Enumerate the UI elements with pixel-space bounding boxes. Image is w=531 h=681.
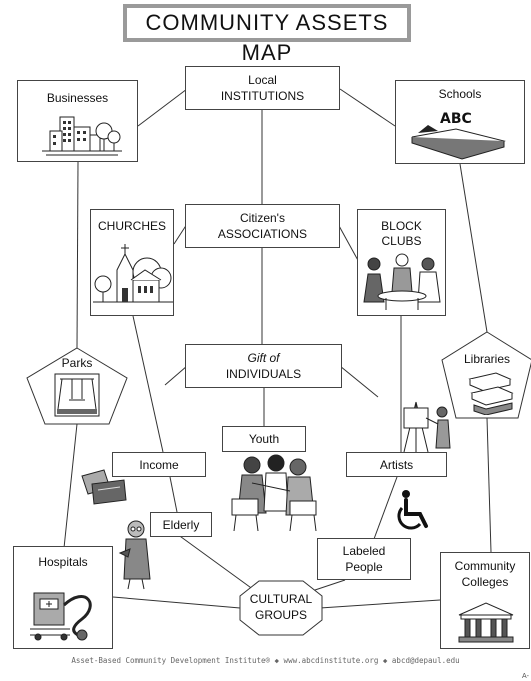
community-colleges-line1: Community (454, 559, 516, 573)
book-abc-icon: ABC (411, 111, 506, 160)
citizens-associations-line1: Citizen's (240, 211, 285, 225)
citizens-associations-line2: ASSOCIATIONS (217, 227, 308, 241)
community-colleges-line2: Colleges (461, 575, 509, 589)
libraries-label: Libraries (463, 352, 511, 366)
page-title: COMMUNITY ASSETS MAP (123, 4, 411, 65)
artists-label: Artists (379, 458, 414, 472)
cultural-groups-line1: CULTURAL (249, 592, 313, 606)
elderly-label: Elderly (162, 518, 200, 532)
swing-set-icon (54, 373, 100, 417)
gift-of-individuals-line2: INDIVIDUALS (225, 367, 302, 381)
income-label: Income (139, 458, 179, 472)
youth-musicians-icon (231, 454, 317, 532)
college-building-icon (458, 602, 514, 643)
elderly-box: Elderly (150, 512, 212, 537)
block-clubs-line2: CLUBS (381, 234, 422, 248)
elderly-woman-icon (118, 520, 151, 590)
youth-box: Youth (222, 426, 306, 452)
block-clubs-box: BLOCK CLUBS (357, 209, 446, 316)
books-stack-icon (468, 372, 514, 415)
artist-easel-icon (403, 401, 451, 453)
schools-box: Schools ABC (395, 80, 525, 164)
income-box: Income (112, 452, 206, 477)
gift-of-individuals-line1: Gift of (247, 351, 280, 365)
businesses-label: Businesses (46, 91, 109, 105)
church-icon (93, 244, 173, 303)
parks-label: Parks (61, 356, 93, 370)
artists-box: Artists (346, 452, 447, 477)
cultural-groups-line2: GROUPS (254, 608, 307, 622)
churches-box: CHURCHES (90, 209, 174, 316)
youth-label: Youth (248, 432, 280, 446)
community-colleges-box: Community Colleges (440, 552, 530, 649)
local-institutions-line1: Local (248, 73, 277, 87)
page-number: A- (522, 673, 529, 680)
citizens-associations-box: Citizen's ASSOCIATIONS (185, 204, 340, 248)
gift-of-individuals-box: Gift of INDIVIDUALS (185, 344, 342, 388)
labeled-people-line1: Labeled (342, 544, 386, 558)
churches-label: CHURCHES (97, 219, 166, 233)
businesses-box: Businesses (17, 80, 138, 162)
medical-equipment-icon (30, 592, 92, 641)
money-wallet-icon (81, 469, 127, 505)
city-buildings-icon (42, 116, 122, 156)
schools-label: Schools (438, 87, 482, 101)
local-institutions-line2: INSTITUTIONS (220, 89, 305, 103)
hospitals-label: Hospitals (38, 555, 88, 569)
footer-credit: Asset-Based Community Development Instit… (71, 656, 460, 665)
meeting-people-icon (363, 253, 441, 310)
local-institutions-box: Local INSTITUTIONS (185, 66, 340, 110)
abc-letters: ABC (440, 111, 472, 127)
labeled-people-box: Labeled People (317, 538, 411, 580)
hospitals-box: Hospitals (13, 546, 113, 649)
cultural-groups-octagon (239, 580, 323, 636)
wheelchair-icon (397, 490, 428, 530)
block-clubs-line1: BLOCK (381, 219, 422, 233)
labeled-people-line2: People (345, 560, 383, 574)
